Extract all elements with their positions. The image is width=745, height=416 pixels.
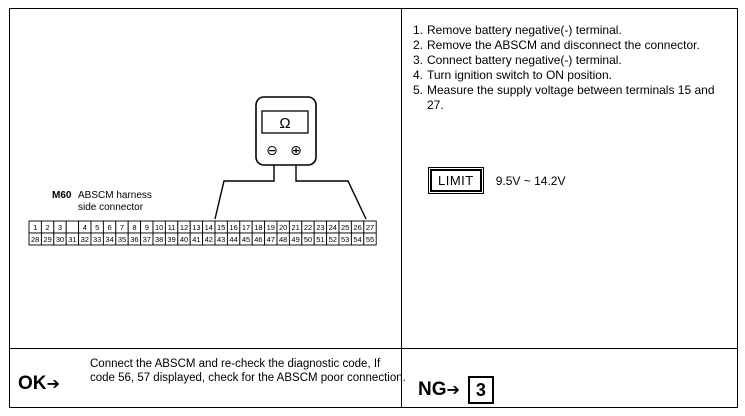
connector-pin-label: 6 — [108, 223, 112, 232]
limit-value: 9.5V ~ 14.2V — [495, 173, 566, 188]
connector-pin-label: 18 — [254, 223, 262, 232]
connector-pin-label: 42 — [205, 235, 213, 244]
connector-pin-label: 5 — [95, 223, 99, 232]
connector-pin-label: 8 — [132, 223, 136, 232]
ng-step-box: 3 — [467, 376, 494, 404]
connector-pin-label: 33 — [93, 235, 101, 244]
connector-pin-label: 12 — [180, 223, 188, 232]
step-text: Remove the ABSCM and disconnect the conn… — [427, 38, 700, 52]
connector-pin-label: 35 — [118, 235, 126, 244]
connector-pin-label: 21 — [291, 223, 299, 232]
limit-label: LIMIT — [430, 169, 482, 192]
connector-pin-label: 9 — [145, 223, 149, 232]
connector-pin-label: 43 — [217, 235, 225, 244]
connector-pin-label: 31 — [68, 235, 76, 244]
procedure-table: Ω ⊖ ⊕ M60 ABSCM harness side connector 1… — [9, 8, 738, 408]
connector-pin-label: 3 — [58, 223, 62, 232]
connector-pin-label: 46 — [254, 235, 262, 244]
connector-pin-label: 30 — [56, 235, 64, 244]
step-number: 2. — [413, 38, 424, 52]
connector-pin-label: 37 — [143, 235, 151, 244]
limit-row: LIMIT 9.5V ~ 14.2V — [430, 169, 565, 192]
step-number: 3. — [413, 53, 424, 67]
connector-pin-label: 24 — [329, 223, 337, 232]
connector-pin-label: 54 — [353, 235, 361, 244]
ohm-symbol: Ω — [279, 115, 290, 132]
connector-pin-label: 34 — [105, 235, 113, 244]
connector-code: M60 — [52, 190, 72, 201]
connector-pin-label: 29 — [43, 235, 51, 244]
connector-pin-label: 38 — [155, 235, 163, 244]
connector-pin-label: 23 — [316, 223, 324, 232]
connector-pin-label: 45 — [242, 235, 250, 244]
connector-pin-label: 19 — [267, 223, 275, 232]
ok-label: OK➔ — [18, 373, 60, 394]
connector-label-line1: ABSCM harness — [78, 190, 152, 201]
connector-pin-label: 25 — [341, 223, 349, 232]
connector-pin-cell — [65, 220, 80, 234]
step-text: Connect battery negative(-) terminal. — [427, 53, 622, 67]
connector-label-line2: side connector — [78, 202, 144, 213]
connector-pin-label: 48 — [279, 235, 287, 244]
connector-pin-label: 10 — [155, 223, 163, 232]
connector-pin-label: 40 — [180, 235, 188, 244]
connector-pin-label: 49 — [291, 235, 299, 244]
connector-pin-label: 22 — [304, 223, 312, 232]
step-item: 1.Remove battery negative(-) terminal. — [413, 23, 733, 38]
connector-pin-label: 27 — [366, 223, 374, 232]
step-number: 1. — [413, 23, 424, 37]
connector-pin-label: 41 — [192, 235, 200, 244]
step-text: Measure the supply voltage between termi… — [427, 83, 715, 112]
step-text: Remove battery negative(-) terminal. — [427, 23, 622, 37]
ng-label: NG➔ 3 — [418, 376, 494, 404]
wiring-diagram: Ω ⊖ ⊕ M60 ABSCM harness side connector 1… — [28, 96, 377, 246]
connector-pin-label: 39 — [167, 235, 175, 244]
connector-pin-label: 51 — [316, 235, 324, 244]
minus-terminal-icon: ⊖ — [266, 142, 278, 158]
multimeter-display — [261, 110, 309, 134]
connector-pin-label: 32 — [81, 235, 89, 244]
step-text: Turn ignition switch to ON position. — [427, 68, 612, 82]
step-number: 4. — [413, 68, 424, 82]
connector-pin-label: 15 — [217, 223, 225, 232]
step-item: 3.Connect battery negative(-) terminal. — [413, 53, 733, 68]
connector-pin-label: 52 — [329, 235, 337, 244]
row-divider — [10, 348, 737, 349]
probe-lead-plus — [295, 165, 367, 220]
connector-pin-label: 1 — [33, 223, 37, 232]
plus-terminal-icon: ⊕ — [290, 142, 302, 158]
connector-pin-label: 16 — [229, 223, 237, 232]
connector-pin-label: 44 — [229, 235, 237, 244]
connector-pin-label: 13 — [192, 223, 200, 232]
connector-pin-label: 53 — [341, 235, 349, 244]
connector-pin-label: 17 — [242, 223, 250, 232]
connector-pin-cell — [363, 232, 377, 246]
connector-pin-label: 50 — [304, 235, 312, 244]
procedure-steps: 1.Remove battery negative(-) terminal.2.… — [413, 23, 733, 113]
connector-pin-label: 4 — [83, 223, 87, 232]
connector-pin-label: 14 — [205, 223, 213, 232]
connector-pin-label: 7 — [120, 223, 124, 232]
column-divider — [401, 9, 402, 407]
connector-pin-label: 55 — [366, 235, 374, 244]
ok-instruction: Connect the ABSCM and re-check the diagn… — [90, 358, 406, 384]
connector-pin-label: 36 — [130, 235, 138, 244]
ok-arrow-icon: ➔ — [46, 376, 60, 393]
connector-pin-label: 47 — [267, 235, 275, 244]
connector-pin-label: 11 — [168, 223, 176, 232]
connector-pin-label: 20 — [279, 223, 287, 232]
connector-pin-label: 26 — [353, 223, 361, 232]
step-item: 4.Turn ignition switch to ON position. — [413, 68, 733, 83]
probe-lead-minus — [214, 165, 275, 220]
step-item: 5.Measure the supply voltage between ter… — [413, 83, 733, 113]
step-item: 2.Remove the ABSCM and disconnect the co… — [413, 38, 733, 53]
step-number: 5. — [413, 83, 424, 97]
ng-arrow-icon: ➔ — [446, 382, 460, 399]
connector-pin-label: 28 — [31, 235, 39, 244]
connector-pin-label: 2 — [46, 223, 50, 232]
